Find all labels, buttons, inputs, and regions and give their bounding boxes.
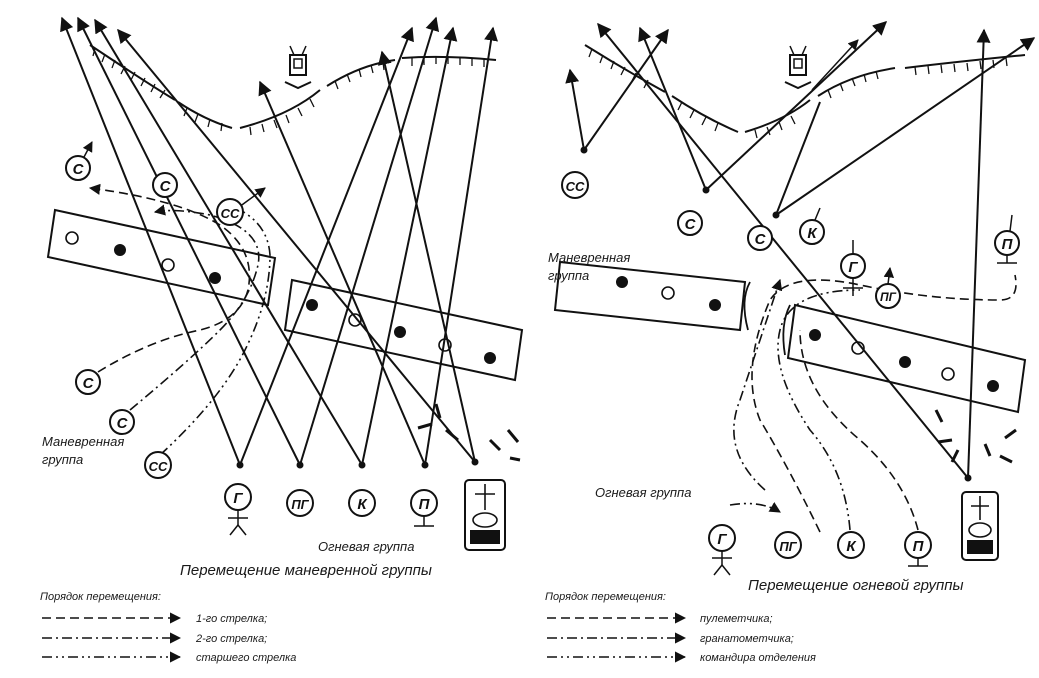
caption-left: Перемещение маневренной группы [180, 562, 432, 579]
enemy-trench-right [584, 44, 1026, 139]
marker-label: ПГ [880, 290, 897, 304]
legend-item-2: 2-го стрелка; [195, 633, 267, 645]
marker-s-right-2: С [747, 225, 773, 251]
marker-k-right: К [837, 531, 865, 559]
marker-label: П [1002, 236, 1014, 253]
legend-title: Порядок перемещения: [545, 591, 666, 603]
marker-label: Г [233, 490, 243, 507]
marker-g-right: Г [708, 524, 736, 576]
marker-ss-left-2: СС [144, 451, 172, 479]
fire-group-label-right: Огневая группа [595, 485, 691, 500]
marker-label: С [160, 178, 172, 195]
marker-label: Г [717, 531, 727, 548]
maneuver-group-label-left: Маневренная [42, 434, 124, 449]
enemy-observation-post-icon [284, 45, 312, 90]
marker-label: С [83, 375, 95, 392]
marker-p-left: П [410, 489, 438, 527]
caption-right: Перемещение огневой группы [748, 577, 964, 594]
legend-title: Порядок перемещения: [40, 591, 161, 603]
obstacle-strip-right-a [553, 260, 747, 332]
vehicle-icon-left [464, 479, 506, 551]
fire-group-paths-right [729, 274, 1017, 533]
marker-s-left-1: С [65, 141, 93, 181]
marker-ss-left-1: СС [216, 198, 244, 226]
maneuver-group-label-left-2: группа [42, 452, 83, 467]
marker-p-right-top: П [994, 214, 1020, 264]
marker-s-right-1: С [677, 210, 703, 236]
marker-label: С [117, 415, 129, 432]
legend-item-1: пулеметчика; [700, 613, 773, 625]
marker-g-right-top: Г [840, 240, 866, 296]
obstacle-strip-right-b [786, 303, 1027, 414]
legend-item-3: командира отделения [700, 652, 816, 664]
obstacle-strip-left-b [283, 278, 524, 382]
marker-k-left: К [348, 489, 376, 517]
right-panel: СС С С К Г ПГ П [545, 21, 1036, 664]
marker-label: ПГ [291, 497, 309, 512]
marker-ss-right: СС [561, 171, 589, 199]
fire-group-left: Г ПГ К П [224, 403, 521, 551]
marker-pg-right: ПГ [774, 531, 802, 559]
fire-group-right: Г ПГ К П [708, 409, 1017, 576]
enemy-trench-left [89, 44, 497, 136]
legend-left: Порядок перемещения: 1-го стрелка; 2-го … [40, 591, 296, 664]
marker-label: Г [848, 259, 858, 276]
marker-p-right: П [904, 531, 932, 567]
marker-label: К [357, 496, 368, 513]
legend-item-1: 1-го стрелка; [196, 613, 267, 625]
marker-label: К [807, 225, 818, 242]
maneuver-group-label-right-2: группа [548, 268, 589, 283]
marker-s-left-3: С [75, 369, 101, 395]
marker-s-left-4: С [109, 409, 135, 435]
left-panel: С С СС С С СС Г [40, 16, 524, 664]
maneuver-group-label-right: Маневренная [548, 250, 630, 265]
fire-lines-left [60, 16, 498, 469]
marker-label: К [846, 538, 857, 555]
marker-label: СС [149, 459, 168, 474]
marker-k-right-top: К [799, 207, 825, 245]
marker-pg-left: ПГ [286, 489, 314, 517]
marker-label: П [913, 538, 925, 555]
firing-burst-icon-right [934, 409, 1017, 464]
marker-s-left-2: С [152, 172, 178, 198]
firing-burst-icon [417, 403, 521, 462]
marker-label: П [419, 496, 431, 513]
marker-label: СС [221, 206, 240, 221]
marker-label: ПГ [779, 539, 797, 554]
obstacle-strip-left-a [46, 208, 277, 307]
enemy-observation-post-icon-right [784, 45, 812, 90]
passage-marks-right [743, 281, 791, 356]
marker-label: С [73, 161, 85, 178]
marker-label: С [755, 231, 767, 248]
fire-lines-right [565, 21, 1036, 482]
legend-item-3: старшего стрелка [196, 652, 296, 664]
legend-item-2: гранатометчика; [700, 633, 794, 645]
legend-right: Порядок перемещения: пулеметчика; гранат… [545, 591, 816, 664]
fire-group-label-left: Огневая группа [318, 539, 414, 554]
marker-label: С [685, 216, 697, 233]
marker-g-left: Г [224, 483, 252, 536]
vehicle-icon-right [961, 491, 999, 561]
marker-pg-right-top: ПГ [875, 266, 901, 309]
marker-label: СС [566, 179, 585, 194]
